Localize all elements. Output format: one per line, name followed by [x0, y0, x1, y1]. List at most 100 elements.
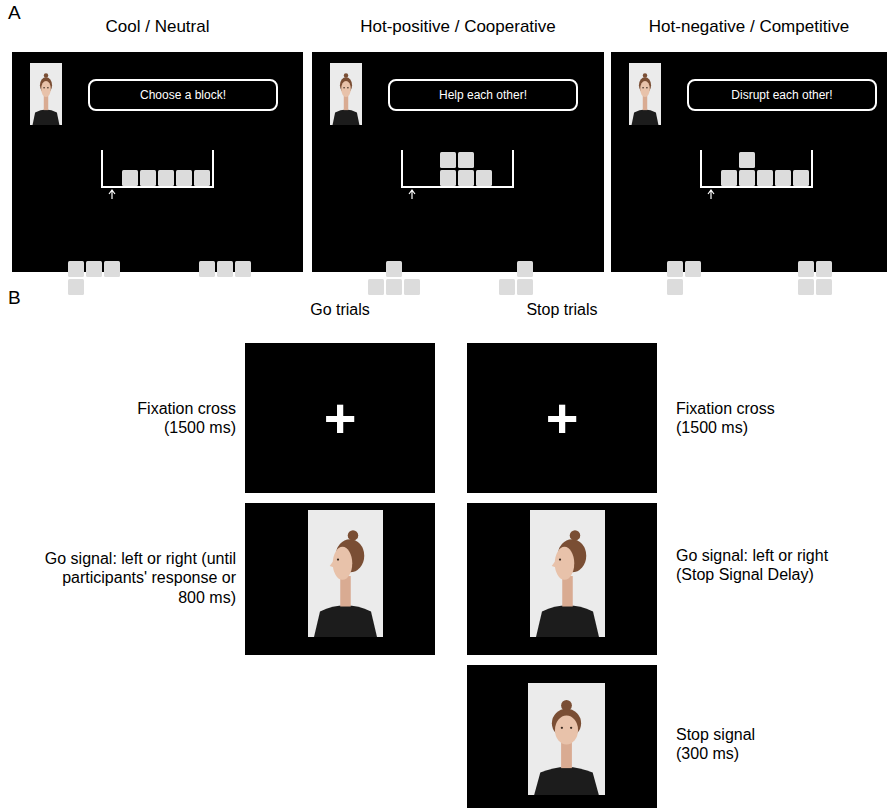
condition-heading: Hot-negative / Competitive	[591, 17, 889, 37]
block-game	[30, 63, 251, 295]
head	[341, 81, 351, 97]
block	[793, 170, 809, 186]
eye	[343, 87, 345, 89]
block	[176, 170, 192, 186]
fixation-screen: +	[245, 343, 435, 493]
block	[667, 279, 683, 295]
step-caption: Go signal: left or right (Stop Signal De…	[676, 546, 866, 584]
screen-background	[467, 503, 657, 655]
eye	[347, 87, 349, 89]
block	[404, 279, 420, 295]
screen-background	[467, 343, 657, 493]
block	[68, 261, 84, 277]
block	[517, 261, 533, 277]
block	[68, 279, 84, 295]
head	[41, 81, 51, 97]
fixation-screen: +	[467, 343, 657, 493]
task-screen: Hot-negative / CompetitiveDisrupt each o…	[611, 52, 887, 272]
photo-background	[308, 510, 383, 637]
photo-background	[629, 63, 661, 125]
head	[555, 715, 578, 744]
block	[440, 152, 456, 168]
board-outline	[102, 150, 213, 187]
block	[86, 261, 102, 277]
block	[739, 152, 755, 168]
step-caption: Go signal: left or right (until particip…	[36, 549, 236, 607]
face-photo	[528, 683, 605, 795]
drop-arrow	[409, 190, 415, 199]
neck	[562, 576, 573, 606]
block	[499, 279, 515, 295]
shirt	[333, 110, 360, 126]
step-caption: Stop signal (300 ms)	[676, 725, 780, 763]
column-heading: Go trials	[260, 300, 420, 319]
block	[775, 170, 791, 186]
instruction-bubble: Disrupt each other!	[687, 79, 877, 111]
hair-bun	[44, 73, 48, 77]
block	[199, 261, 215, 277]
eye	[642, 87, 644, 89]
block-game	[629, 63, 832, 295]
screen-background	[312, 52, 604, 272]
block	[440, 170, 456, 186]
condition-heading: Cool / Neutral	[0, 17, 323, 37]
screen-background	[245, 503, 435, 655]
face-photo	[308, 510, 383, 637]
shirt	[534, 767, 599, 795]
block	[386, 261, 402, 277]
block	[122, 170, 138, 186]
nose	[552, 561, 556, 567]
block	[739, 170, 755, 186]
board-outline	[701, 150, 812, 187]
board-outline	[402, 150, 513, 187]
head	[555, 547, 575, 580]
block	[368, 279, 384, 295]
block	[458, 170, 474, 186]
hair-bun	[344, 73, 348, 77]
photo-background	[528, 683, 605, 795]
hair-bun	[348, 530, 359, 541]
block-game	[330, 63, 533, 295]
drop-arrow	[109, 190, 115, 199]
head	[640, 81, 650, 97]
task-screen: Cool / NeutralChoose a block!	[12, 52, 303, 272]
hair-bun	[643, 73, 647, 77]
block	[517, 279, 533, 295]
block	[386, 279, 402, 295]
block	[194, 170, 210, 186]
neck	[340, 576, 351, 606]
photo-background	[30, 63, 62, 125]
screen-background	[467, 665, 657, 808]
eye	[337, 558, 339, 560]
hair-bun	[570, 530, 581, 541]
shirt	[536, 605, 599, 637]
photo-background	[530, 510, 605, 637]
neck	[344, 95, 348, 110]
column-heading: Stop trials	[482, 300, 642, 319]
condition-heading: Hot-positive / Cooperative	[292, 17, 624, 37]
face-photo	[530, 510, 605, 637]
instruction-bubble: Help each other!	[388, 79, 578, 111]
block	[140, 170, 156, 186]
instruction-text: Help each other!	[439, 88, 527, 102]
fixation-cross: +	[546, 390, 579, 446]
panel-letter: A	[8, 2, 21, 25]
neck	[561, 741, 572, 768]
neck	[44, 95, 48, 110]
screen-background	[12, 52, 303, 272]
block	[667, 261, 683, 277]
block	[217, 261, 233, 277]
neck	[643, 95, 647, 110]
block	[798, 279, 814, 295]
block	[798, 261, 814, 277]
block	[158, 170, 174, 186]
instruction-text: Choose a block!	[140, 88, 226, 102]
block	[721, 170, 737, 186]
face-photo	[629, 63, 661, 125]
step-caption: Fixation cross (1500 ms)	[676, 399, 798, 437]
eye	[559, 558, 561, 560]
eye	[43, 87, 45, 89]
instruction-text: Disrupt each other!	[731, 88, 832, 102]
block	[235, 261, 251, 277]
